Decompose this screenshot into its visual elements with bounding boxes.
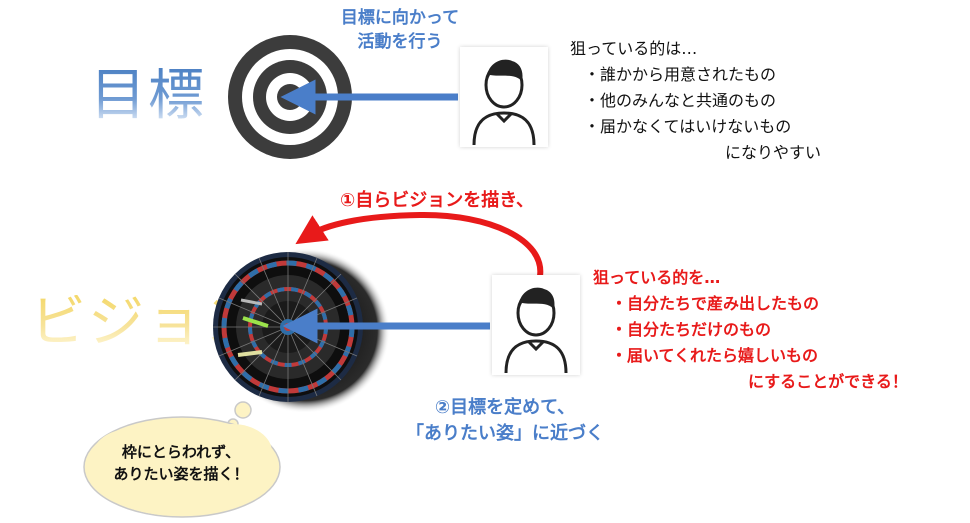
top-note: 狙っている的は… ・誰かから用意されたもの ・他のみんなと共通のもの ・届かなく… bbox=[570, 36, 821, 166]
bottom-note-heading: 狙っている的を… bbox=[593, 268, 721, 287]
thought-bubble bbox=[83, 401, 281, 518]
bottom-arrow-label: ②目標を定めて、 「ありたい姿」に近づく bbox=[380, 395, 630, 447]
top-note-heading: 狙っている的は… bbox=[570, 39, 698, 58]
red-arrow-label: ①自らビジョンを描き、 bbox=[340, 190, 534, 211]
bottom-note: 狙っている的を… ・自分たちで産み出したもの ・自分たちだけのもの ・届いてくれ… bbox=[593, 265, 908, 395]
thought-bubble-text: 枠にとらわれず、 ありたい姿を描く！ bbox=[96, 441, 266, 485]
bottom-note-item: ・自分たちだけのもの bbox=[611, 320, 772, 339]
bottom-arrow-label-line2: 「ありたい姿」に近づく bbox=[406, 423, 604, 444]
person-icon bbox=[472, 59, 536, 146]
person-icon bbox=[504, 287, 568, 374]
bottom-note-item: ・自分たちで産み出したもの bbox=[611, 294, 820, 313]
red-curved-arrow bbox=[295, 211, 544, 277]
top-note-item: ・誰かから用意されたもの bbox=[584, 65, 777, 84]
thought-bubble-line1: 枠にとらわれず、 bbox=[121, 443, 241, 461]
bottom-note-item: ・届いてくれたら嬉しいもの bbox=[611, 346, 819, 365]
dartboard-icon bbox=[213, 248, 390, 413]
top-arrow-label-line1: 目標に向かって bbox=[340, 8, 460, 28]
top-note-ending: になりやすい bbox=[725, 143, 822, 162]
person-card-top bbox=[460, 47, 548, 147]
thought-bubble-line2: ありたい姿を描く！ bbox=[113, 465, 249, 483]
top-note-item: ・他のみんなと共通のもの bbox=[584, 91, 777, 110]
goal-title: 目標 bbox=[90, 63, 206, 128]
top-note-item: ・届かなくてはいけないもの bbox=[584, 117, 792, 136]
top-arrow-label-line2: 活動を行う bbox=[357, 32, 443, 52]
bottom-arrow-label-line1: ②目標を定めて、 bbox=[434, 397, 576, 418]
top-arrow-label: 目標に向かって 活動を行う bbox=[300, 6, 500, 54]
person-card-bottom bbox=[492, 275, 580, 375]
bottom-note-ending: にすることができる！ bbox=[748, 372, 908, 391]
